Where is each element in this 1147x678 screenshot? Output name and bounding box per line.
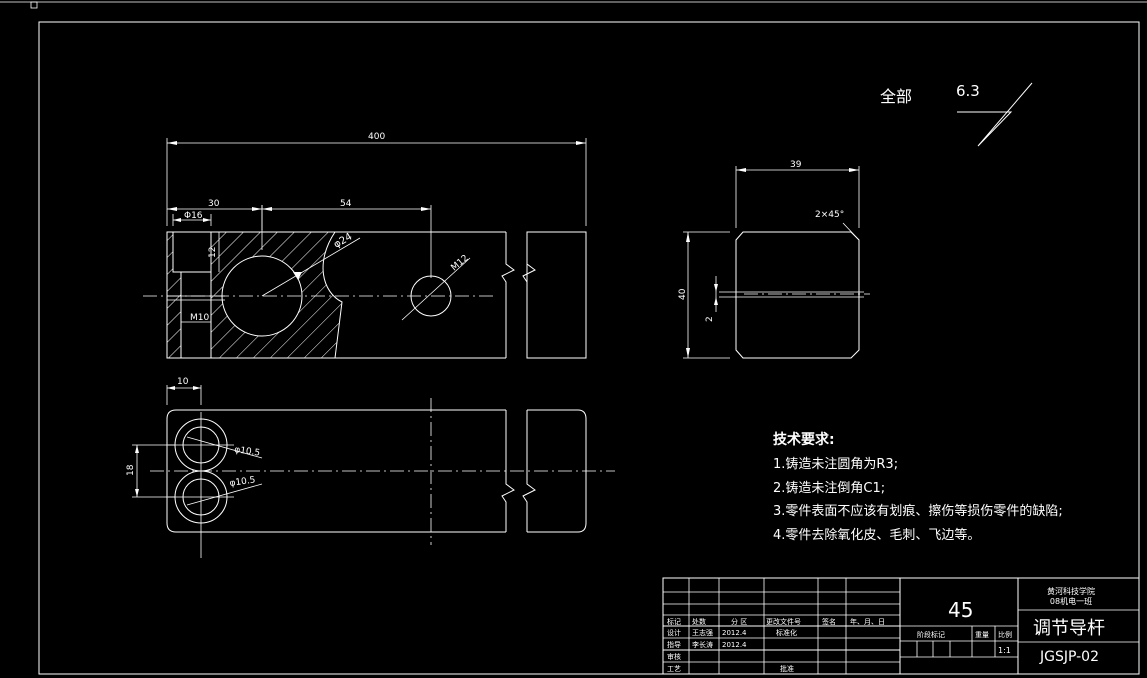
dim-39: 39 — [790, 160, 802, 170]
part-name: 调节导杆 — [1033, 618, 1105, 639]
dim-400: 400 — [368, 132, 385, 142]
tech-item-1: 1.铸造未注圆角为R3; — [773, 456, 898, 472]
tech-item-2: 2.铸造未注倒角C1; — [773, 480, 885, 496]
tech-item-4: 4.零件去除氧化皮、毛刺、飞边等。 — [773, 527, 980, 543]
row-process: 工艺 — [667, 665, 681, 673]
dim-phi105-bottom: φ10.5 — [229, 475, 256, 489]
title-block: 黄河科技学院 08机电一班 45 调节导杆 JGSJP-02 1:1 标记 处数… — [662, 577, 1140, 675]
tech-title: 技术要求: — [773, 431, 835, 448]
dim-m10: M10 — [190, 313, 209, 323]
side-outline — [735, 231, 860, 359]
school-name: 黄河科技学院 — [1047, 586, 1095, 596]
approve-label: 批准 — [780, 664, 794, 673]
roughness-icon — [957, 82, 1033, 147]
design-date: 2012.4 — [722, 629, 747, 637]
dim-10: 10 — [177, 377, 189, 387]
class-name: 08机电一班 — [1050, 596, 1092, 606]
dim-phi16: Φ16 — [184, 211, 203, 221]
header-mark: 标记 — [667, 617, 681, 626]
finish-value: 6.3 — [956, 82, 980, 100]
dim-30: 30 — [208, 199, 220, 209]
guide-name: 李长涛 — [692, 640, 713, 649]
header-count: 处数 — [692, 617, 706, 626]
header-zone: 分 区 — [731, 617, 747, 626]
dim-18: 18 — [126, 464, 136, 476]
guide-date: 2012.4 — [722, 641, 747, 649]
side-view: 39 2×45° 40 2 — [678, 160, 870, 359]
scale-value: 1:1 — [998, 646, 1011, 655]
material: 45 — [948, 598, 973, 622]
stage-mark-label: 阶段标记 — [917, 630, 945, 639]
surface-finish-symbol: 全部 6.3 — [880, 82, 1033, 147]
tech-item-3: 3.零件表面不应该有划痕、擦伤等损伤零件的缺陷; — [773, 503, 1063, 519]
row-review: 审核 — [667, 652, 681, 661]
scale-label: 比例 — [998, 630, 1012, 639]
drawing-number: JGSJP-02 — [1039, 649, 1099, 665]
dim-phi105-top: φ10.5 — [234, 445, 261, 459]
front-end-piece — [526, 231, 587, 359]
dim-54: 54 — [340, 199, 352, 209]
top-view: 10 18 φ10.5 φ10.5 — [126, 377, 615, 558]
dim-12: 12 — [208, 247, 218, 258]
designer-name: 王志强 — [692, 628, 713, 637]
row-guide: 指导 — [667, 640, 681, 649]
top-outline — [166, 409, 506, 533]
dim-40: 40 — [678, 288, 688, 300]
weight-label: 重量 — [975, 631, 989, 639]
front-outline — [166, 231, 506, 359]
standardization: 标准化 — [776, 628, 797, 637]
finish-label: 全部 — [880, 87, 912, 106]
header-sign: 签名 — [822, 617, 836, 626]
tech-requirements: 技术要求: 1.铸造未注圆角为R3; 2.铸造未注倒角C1; 3.零件表面不应该… — [773, 431, 1063, 543]
header-date: 年、月、日 — [850, 617, 885, 626]
dim-chamfer: 2×45° — [815, 210, 844, 220]
break-line-left — [501, 232, 515, 358]
dim-2: 2 — [705, 316, 715, 322]
front-view: φ24 M12 400 30 54 Φ16 — [143, 132, 587, 359]
row-design: 设计 — [667, 628, 681, 637]
drawing-border — [38, 21, 1140, 675]
header-doc: 更改文件号 — [766, 617, 801, 626]
grip-icon[interactable] — [30, 1, 38, 9]
dim-m12: M12 — [450, 253, 471, 273]
